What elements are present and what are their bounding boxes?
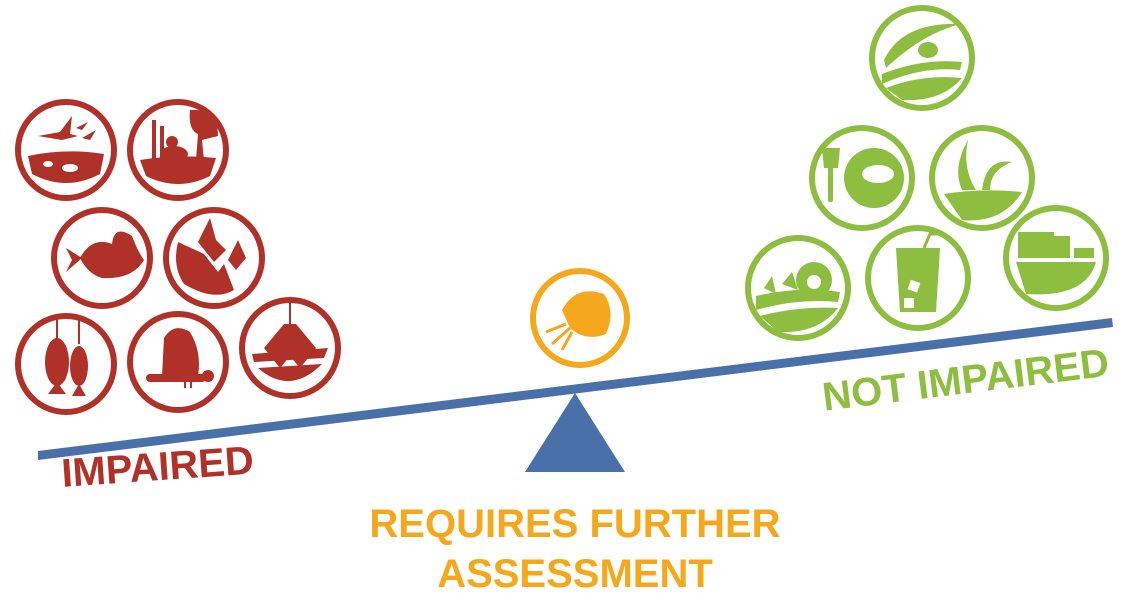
fish-icon: [51, 207, 153, 309]
fulcrum-triangle: [525, 393, 625, 472]
aquatic-plants-icon: [929, 125, 1035, 231]
sediment-grab-icon: [239, 297, 341, 399]
wetland-duck-icon: [127, 99, 229, 201]
industry-agriculture-icon: [1003, 205, 1109, 311]
fox-sediment-icon: [163, 207, 265, 309]
boating-debris-icon: [745, 235, 851, 341]
requires-further-label: REQUIRES FURTHER: [369, 502, 781, 546]
swimmer-icon: [869, 5, 975, 111]
zooplankton-icon: [530, 268, 630, 368]
birds-fish-icon: [15, 99, 117, 201]
mayfly-icon: [127, 311, 229, 413]
fish-plate-icon: [809, 125, 915, 231]
hanging-fish-icon: [15, 313, 117, 415]
drinking-water-icon: [865, 225, 971, 331]
assessment-label: ASSESSMENT: [437, 552, 713, 596]
balance-beam: [38, 318, 1113, 460]
